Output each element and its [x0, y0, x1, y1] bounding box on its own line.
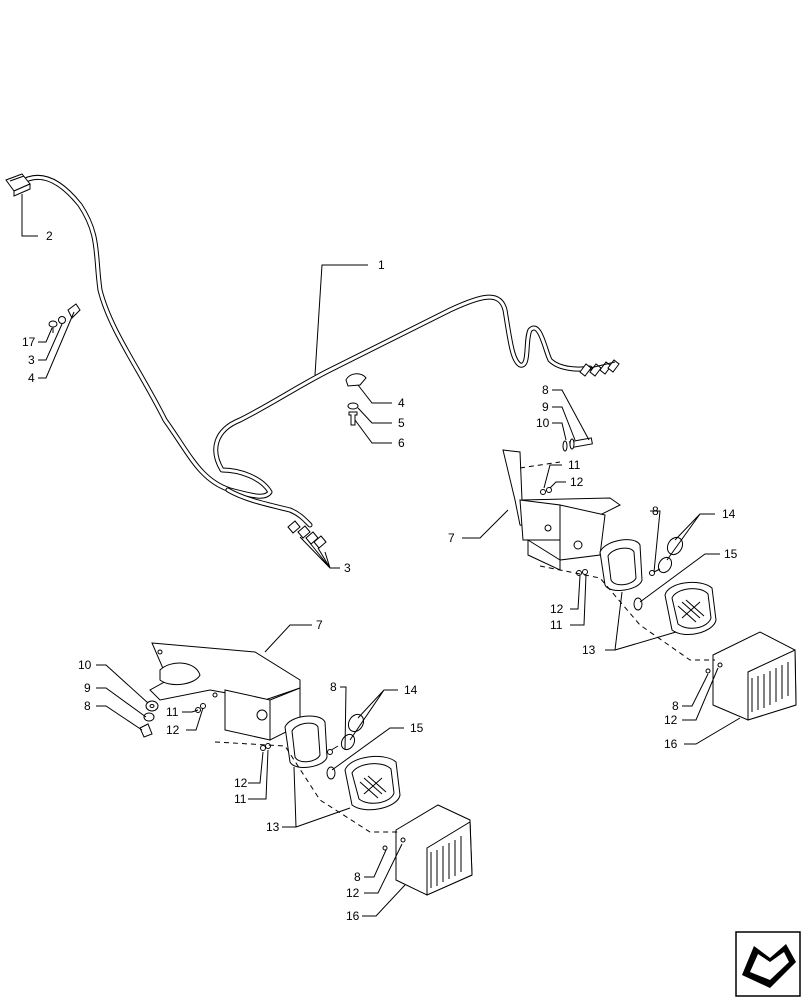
lamp-lens	[633, 597, 643, 611]
callout-7-right: 7	[448, 531, 455, 545]
callout-3-lower: 3	[344, 561, 351, 575]
lamp-bulbs-left	[327, 713, 365, 755]
callout-13-left: 13	[266, 820, 280, 834]
callout-8-right-low: 8	[672, 699, 679, 713]
callout-9-right: 9	[542, 400, 549, 414]
callout-11-right-top: 11	[568, 458, 581, 472]
callout-numbers: 1 2 17 3 4 4 5 6 3 8 9 10 11 12 7 8 14 1…	[22, 229, 738, 923]
callout-15-left: 15	[410, 721, 424, 735]
callout-6: 6	[398, 436, 405, 450]
harness-connectors-right	[579, 359, 620, 377]
lamp-housing	[599, 539, 717, 635]
callout-17: 17	[22, 335, 36, 349]
callout-3-left: 3	[28, 353, 35, 367]
callout-12-left-low: 12	[346, 886, 360, 900]
callout-11-right-mid: 11	[550, 618, 563, 632]
callout-12-left-top: 12	[166, 723, 180, 737]
callout-10-left: 10	[78, 658, 92, 672]
callout-9-left: 9	[84, 681, 91, 695]
callout-8-right-mid: 8	[652, 504, 659, 518]
next-page-arrow-icon[interactable]	[735, 931, 801, 997]
harness-connectors-lower	[287, 520, 327, 549]
clamp-washer-bolt	[345, 373, 367, 426]
mounting-bracket	[502, 449, 621, 571]
callout-1: 1	[378, 258, 385, 272]
callout-10-right: 10	[536, 416, 550, 430]
right-light-assembly	[502, 437, 797, 721]
bolt-washer-set	[562, 437, 593, 452]
lamp-lens-left	[326, 766, 336, 780]
left-light-assembly	[139, 642, 473, 896]
connector-plug	[5, 173, 31, 197]
callout-15-right: 15	[724, 547, 738, 561]
callout-14-left: 14	[404, 683, 418, 697]
callout-12-left-mid: 12	[234, 776, 248, 790]
lamp-guard-left	[382, 804, 473, 896]
callout-7-left: 7	[316, 618, 323, 632]
washer-bolt-set-left	[139, 700, 159, 738]
callout-12-right-top: 12	[570, 475, 584, 489]
leader-lines	[21, 194, 741, 917]
wiring-harness	[5, 173, 620, 549]
callout-8-right-top: 8	[542, 383, 549, 397]
clamp-fastener-set-left	[48, 303, 81, 333]
callout-16-left: 16	[346, 909, 360, 923]
callout-14-right: 14	[722, 507, 736, 521]
callout-5: 5	[398, 416, 405, 430]
callout-2: 2	[46, 229, 53, 243]
lamp-housing-left	[284, 715, 401, 811]
callout-4-left: 4	[28, 371, 35, 385]
callout-8-left-low: 8	[354, 870, 361, 884]
callout-4-center: 4	[398, 396, 405, 410]
lamp-bulbs	[649, 536, 684, 576]
lamp-guard	[705, 631, 797, 721]
callout-8-left-top: 8	[84, 699, 91, 713]
callout-12-right-mid: 12	[550, 602, 564, 616]
callout-11-left-mid: 11	[234, 792, 247, 806]
callout-11-left-top: 11	[166, 705, 179, 719]
callout-12-right-low: 12	[664, 713, 678, 727]
callout-8-left-mid: 8	[330, 680, 337, 694]
callout-16-right: 16	[664, 737, 678, 751]
callout-13-right: 13	[582, 643, 596, 657]
